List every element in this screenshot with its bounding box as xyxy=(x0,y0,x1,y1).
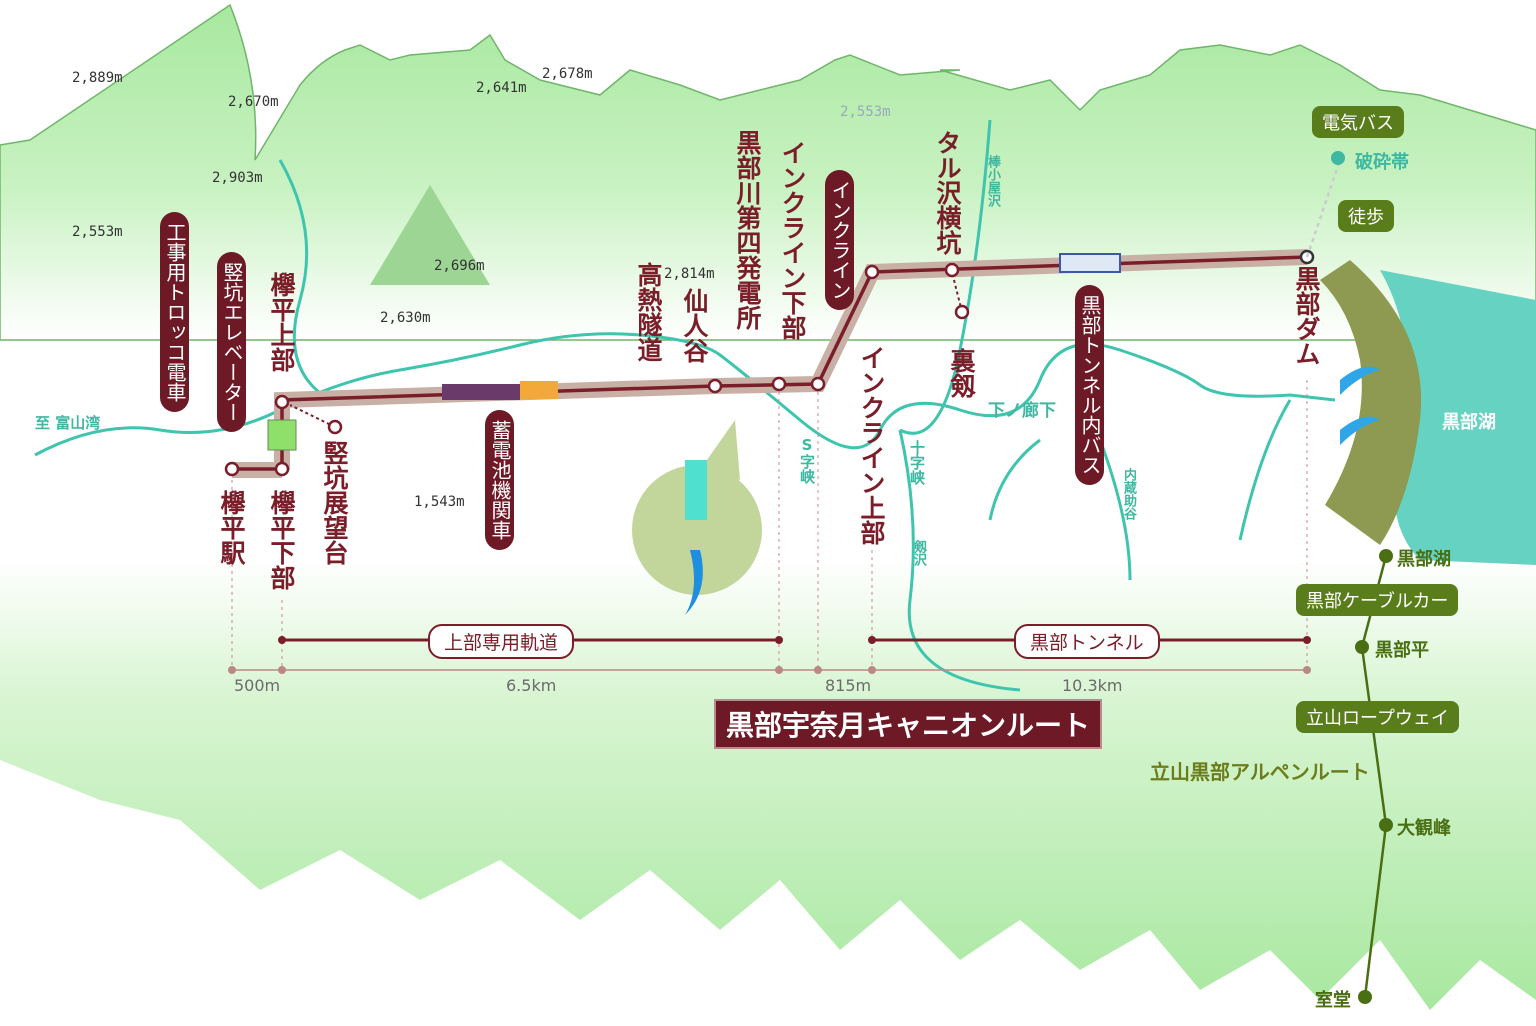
station-taruzawa: タル沢横坑 xyxy=(933,130,962,255)
distance-label: 500m xyxy=(234,676,281,695)
kurobe-dam xyxy=(1320,260,1422,545)
station-senninndani: 仙人谷 xyxy=(680,288,709,363)
upper-track-segment: 上部専用軌道 xyxy=(428,624,575,659)
elevator-car-icon xyxy=(267,419,297,451)
distance-label: 815m xyxy=(825,676,872,695)
power-station-label: 黒部川第四発電所 xyxy=(733,130,762,330)
alpine-route-name: 立山黒部アルペンルート xyxy=(1150,760,1370,784)
juji-gorge-label: 十字峡 xyxy=(908,440,926,485)
small-peak xyxy=(370,185,490,285)
high-heat-tunnel-label: 高熱隧道 xyxy=(634,262,663,362)
elevation-label: 2,678m xyxy=(542,66,593,82)
station-kurobe-dam: 黒部ダム xyxy=(1292,266,1321,366)
elevation-label: 2,696m xyxy=(434,258,485,274)
elevation-label: 2,889m xyxy=(72,70,123,86)
train-icon xyxy=(442,384,520,400)
station-keyakidaira-upper: 欅平上部 xyxy=(267,272,296,372)
incline-label: インクライン xyxy=(825,170,854,310)
s-gorge-label: S字峡 xyxy=(798,436,816,484)
station-markers xyxy=(224,249,1315,477)
elevation-label: 2,641m xyxy=(476,80,527,96)
urazuru-label: 裏剱 xyxy=(947,348,976,398)
tsurugisawa-label: 剱沢 xyxy=(911,540,926,566)
callout-bubble xyxy=(632,465,762,595)
water-spray-icon xyxy=(1340,366,1380,445)
elevation-label: 2,903m xyxy=(212,170,263,186)
shimonoroka-label: 下ノ廊下 xyxy=(988,401,1056,421)
walk-badge: 徒歩 xyxy=(1338,200,1394,232)
shaft-observatory-label: 竪坑展望台 xyxy=(320,440,349,565)
elevation-label: 2,553m xyxy=(72,224,123,240)
torokko-label: 工事用トロッコ電車 xyxy=(160,212,189,412)
distance-label: 10.3km xyxy=(1062,676,1123,695)
cablecar-badge: 黒部ケーブルカー xyxy=(1296,584,1459,616)
elevation-label: 2,630m xyxy=(380,310,431,326)
bokoya-label: 棒小屋沢 xyxy=(985,155,1000,207)
electric-bus-badge: 電気バス xyxy=(1312,106,1404,138)
battery-loco-label: 蓄電池機関車 xyxy=(485,410,514,550)
kurobe-lake-label: 黒部湖 xyxy=(1442,412,1496,433)
elevator-label: 竪坑エレベーター xyxy=(217,252,246,432)
fracture-zone-label: 破砕帯 xyxy=(1355,152,1409,173)
tunnel-bus-label: 黒部トンネル内バス xyxy=(1075,285,1104,485)
station-keyakidaira: 欅平駅 xyxy=(217,490,246,565)
station-incline-upper: インクライン上部 xyxy=(857,345,886,545)
kuranosuke-label: 内蔵助谷 xyxy=(1121,468,1136,520)
station-murodo: 室堂 xyxy=(1315,990,1351,1011)
bus-icon xyxy=(1059,253,1121,273)
elevation-label: 2,814m xyxy=(664,266,715,282)
distance-label: 6.5km xyxy=(506,676,557,695)
ropeway-badge: 立山ロープウェイ xyxy=(1296,701,1459,733)
elevation-label: 2,553m xyxy=(840,104,891,120)
kurobe-tunnel-segment: 黒部トンネル xyxy=(1014,624,1160,659)
lower-terrain xyxy=(0,560,1536,1010)
station-incline-lower: インクライン下部 xyxy=(778,140,807,340)
station-kurobeko: 黒部湖 xyxy=(1397,549,1451,570)
kurobe-lake xyxy=(1380,270,1536,565)
elevation-label: 1,543m xyxy=(414,494,465,510)
station-kurobedaira: 黒部平 xyxy=(1375,640,1429,661)
elevation-label: 2,670m xyxy=(228,94,279,110)
station-keyakidaira-lower: 欅平下部 xyxy=(267,490,296,590)
main-route xyxy=(224,249,1315,478)
station-daikanbo: 大観峰 xyxy=(1397,818,1451,839)
route-title: 黒部宇奈月キャニオンルート xyxy=(714,699,1103,749)
alpine-stations xyxy=(1355,549,1393,1004)
locomotive-icon xyxy=(520,381,558,399)
to-toyama-bay-label: 至 富山湾 xyxy=(35,414,101,432)
